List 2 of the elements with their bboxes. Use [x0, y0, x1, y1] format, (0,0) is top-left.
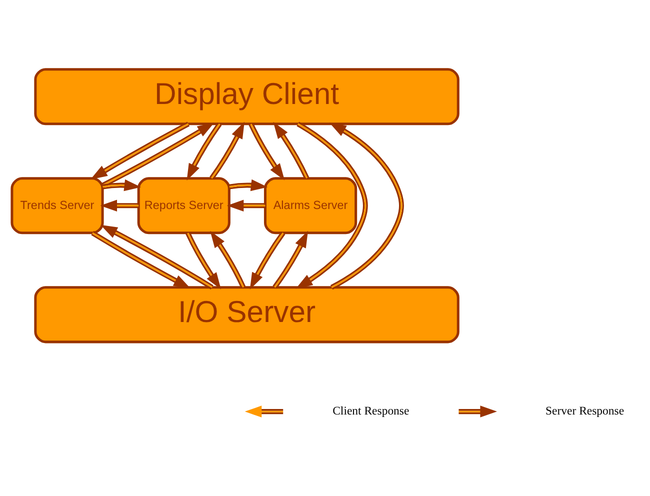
legend-label: Server Response	[546, 404, 624, 418]
legend-label: Client Response	[332, 404, 410, 418]
